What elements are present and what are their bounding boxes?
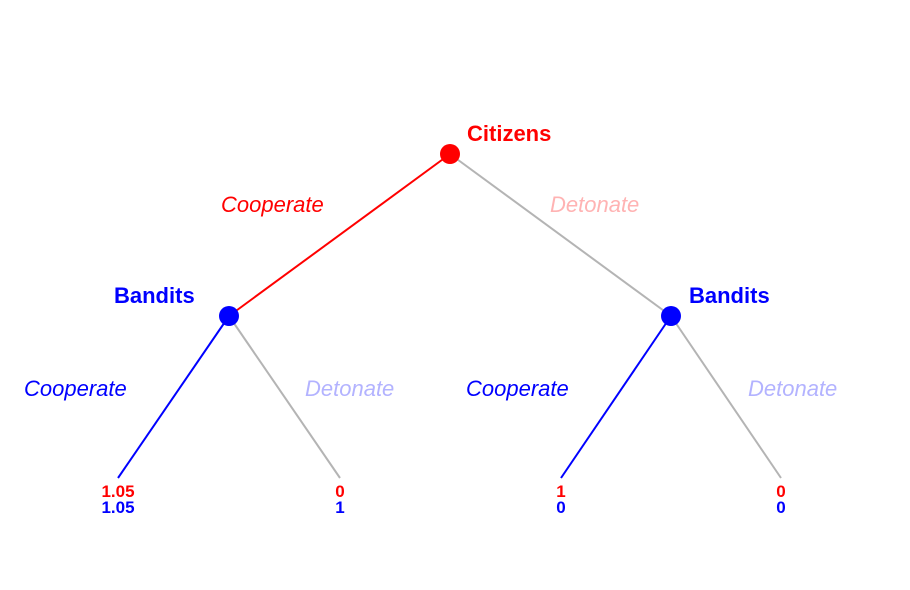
right-player-label: Bandits (689, 283, 770, 308)
right-node (661, 306, 681, 326)
payoff-bandits: 1.05 (101, 498, 134, 517)
payoff-citizens: 0 (335, 482, 344, 501)
right-action-detonate: Detonate (748, 376, 837, 401)
left-player-label: Bandits (114, 283, 195, 308)
payoff-citizens: 1 (556, 482, 565, 501)
root-player-label: Citizens (467, 121, 551, 146)
root-node (440, 144, 460, 164)
edge-root-detonate (449, 153, 672, 317)
edge-left-cooperate (117, 315, 230, 479)
payoff-citizens: 1.05 (101, 482, 134, 501)
edge-left-detonate (228, 315, 341, 479)
left-action-detonate: Detonate (305, 376, 394, 401)
edge-right-detonate (670, 315, 782, 479)
payoff-bandits: 0 (776, 498, 785, 517)
right-action-cooperate: Cooperate (466, 376, 569, 401)
root-action-detonate: Detonate (550, 192, 639, 217)
payoff-bandits: 0 (556, 498, 565, 517)
payoff-bandits: 1 (335, 498, 344, 517)
left-node (219, 306, 239, 326)
root-action-cooperate: Cooperate (221, 192, 324, 217)
left-action-cooperate: Cooperate (24, 376, 127, 401)
payoff-citizens: 0 (776, 482, 785, 501)
edge-right-cooperate (560, 315, 672, 479)
edge-root-cooperate (228, 153, 451, 317)
